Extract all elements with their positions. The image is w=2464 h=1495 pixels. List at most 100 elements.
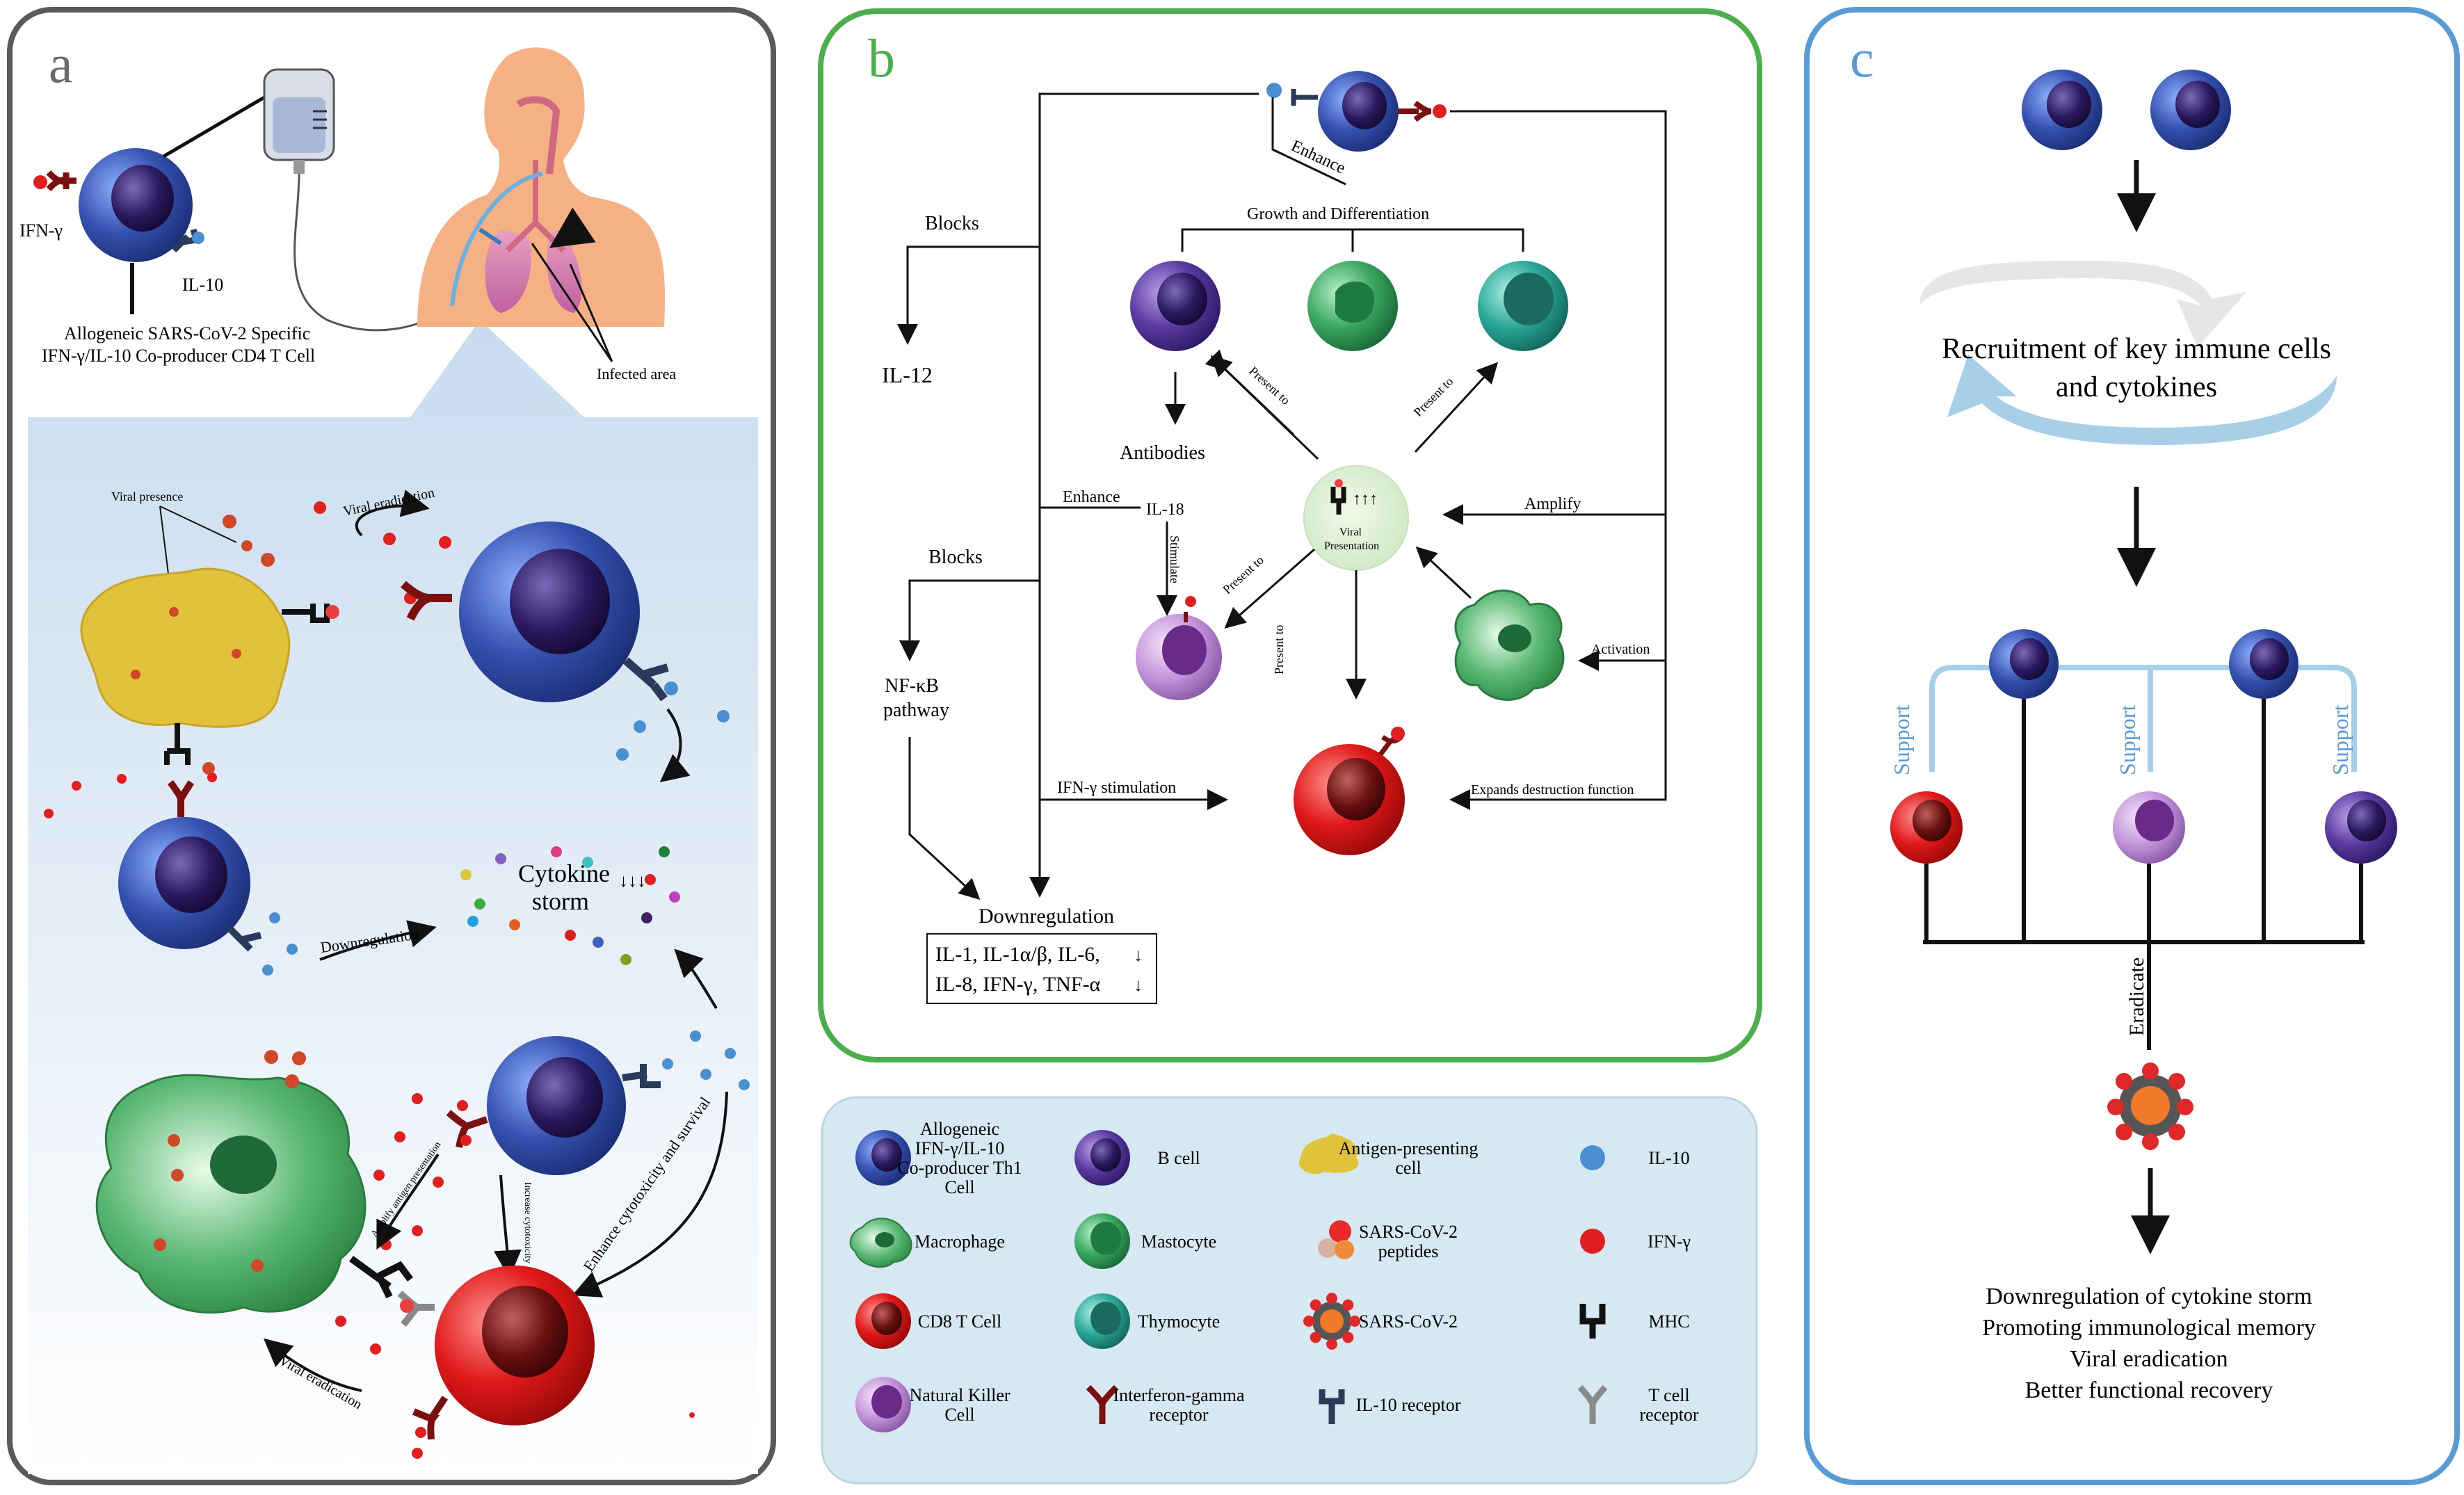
nk-cell-icon xyxy=(1136,614,1222,700)
virus-icon xyxy=(1303,1293,1360,1350)
panel-c-letter: c xyxy=(1850,28,1874,88)
viral-pointer-2 xyxy=(159,506,237,543)
upward-flow-arrow xyxy=(674,948,718,1010)
label-present-to-4: Present to xyxy=(1272,625,1286,675)
right-main-line xyxy=(1449,110,1667,810)
legend-label: MHC xyxy=(1648,1311,1689,1332)
ifng-dot-icon xyxy=(33,175,47,189)
blocks-il12-arrow xyxy=(897,245,1040,345)
panel-c: c Recruitment of key immune cells and cy… xyxy=(1804,7,2460,1485)
label-il10: IL-10 xyxy=(182,275,223,295)
peptide-dot xyxy=(325,605,339,619)
cytokine-down-arrows: ↓↓↓ xyxy=(619,871,646,891)
b-cd8-ifng-dot xyxy=(1391,727,1405,741)
mhc-icon xyxy=(1579,1304,1606,1339)
label-increase-cytotoxicity: Increase cytotoxicity xyxy=(522,1182,533,1263)
c-th1-cell-1 xyxy=(2022,70,2102,150)
cyto-down-arrow-2: ↓ xyxy=(1134,975,1143,995)
label-antibodies: Antibodies xyxy=(1120,442,1205,464)
increase-cytotoxicity-arrow xyxy=(493,1174,522,1278)
support-frame xyxy=(1929,665,2357,772)
label-eradicate: Eradicate xyxy=(2125,957,2148,1036)
recycle-arrow-grey xyxy=(1919,261,2246,348)
legend-label: IFN-γ/IL-10 xyxy=(915,1138,1004,1158)
label-support-2: Support xyxy=(2115,705,2140,775)
c-th1-cell-4 xyxy=(2229,629,2298,699)
antigen-presenting-cell xyxy=(80,567,291,728)
c-nk-cell xyxy=(2113,791,2185,864)
label-nfkb-2: pathway xyxy=(883,700,949,721)
mhc-bottom xyxy=(349,1255,413,1299)
legend-label: cell xyxy=(1395,1158,1422,1178)
label-blocks-top: Blocks xyxy=(925,213,979,234)
nk-cell-icon xyxy=(855,1377,911,1432)
il10-dots-lower xyxy=(662,1031,750,1090)
left-main-line xyxy=(1038,92,1259,883)
label-support-1: Support xyxy=(1889,705,1914,775)
present-to-arrow-3 xyxy=(1224,548,1315,629)
virus-particles xyxy=(131,515,275,775)
ifng-receptor-icon xyxy=(46,170,77,192)
virus-particles-lower xyxy=(154,1050,306,1272)
label-nfkb-1: NF-κB xyxy=(885,675,939,697)
macrophage-icon xyxy=(849,1218,912,1268)
label-tcell-line1: Allogeneic SARS-CoV-2 Specific xyxy=(64,323,310,344)
b-il10-receptor xyxy=(1291,89,1318,106)
blocks-nfkb-arrow xyxy=(899,579,1040,661)
enhance-cytotoxicity-arrow xyxy=(572,1091,728,1298)
label-ifng-stim: IFN-γ stimulation xyxy=(1057,779,1176,797)
legend-item: CD8 T Cell xyxy=(855,1293,1001,1349)
label-cytokine-line1: Cytokine xyxy=(518,859,610,887)
label-out-3: Viral eradication xyxy=(2070,1346,2228,1372)
legend-item: IFN-γ xyxy=(1580,1229,1691,1254)
legend-label: Macrophage xyxy=(915,1231,1005,1252)
il10-dot-icon xyxy=(192,232,204,244)
mastocyte-icon xyxy=(1074,1213,1130,1269)
b-cell-icon xyxy=(1074,1130,1130,1186)
peptides-icon xyxy=(1318,1220,1354,1259)
b-cd8-cell xyxy=(1294,744,1405,855)
legend-item: B cell xyxy=(1074,1130,1200,1186)
c-b-cell xyxy=(2325,791,2397,864)
legend-label: Cell xyxy=(944,1405,974,1425)
legend-label: SARS-CoV-2 xyxy=(1359,1311,1458,1332)
label-downregulation-b: Downregulation xyxy=(979,905,1114,928)
label-stimulate: Stimulate xyxy=(1168,535,1182,583)
legend-item: IL-10 receptor xyxy=(1319,1389,1461,1424)
panel-a: a IFN-γ IL-10 Allogeneic SARS-CoV-2 Spec… xyxy=(7,7,776,1485)
cytokine-box xyxy=(926,933,1157,1004)
ifng-dots-mid xyxy=(44,773,217,818)
legend-item: Thymocyte xyxy=(1074,1293,1220,1349)
mastocyte-icon xyxy=(1307,261,1398,351)
cytokine-dots xyxy=(460,846,680,965)
label-il18: IL-18 xyxy=(1146,501,1184,519)
macrophage-nucleus xyxy=(210,1136,277,1194)
cyto-down-arrow-1: ↓ xyxy=(1134,945,1143,965)
cd8-cell-icon xyxy=(855,1293,911,1349)
enhance-line xyxy=(1271,97,1346,186)
downregulation-arrow xyxy=(319,920,437,961)
panel-b-border xyxy=(818,8,1762,1062)
label-cyto-line2: IL-8, IFN-γ, TNF-α xyxy=(935,973,1101,996)
il10-receptor-large xyxy=(623,657,669,702)
legend-label: Allogeneic xyxy=(920,1119,999,1139)
iv-connector xyxy=(162,95,266,159)
legend-label: Antigen-presenting xyxy=(1339,1138,1479,1158)
legend-item: Mastocyte xyxy=(1074,1213,1216,1269)
legend-label: Thymocyte xyxy=(1138,1311,1220,1332)
legend-label: Co-producer Th1 xyxy=(897,1158,1022,1178)
panel-b-letter: b xyxy=(868,28,895,88)
legend-box xyxy=(821,1096,1758,1485)
il10-receptor-icon xyxy=(1319,1389,1345,1424)
donor-t-cell xyxy=(79,148,193,262)
iv-bag-icon xyxy=(263,68,453,332)
c-th1-cell-2 xyxy=(2150,70,2231,150)
label-enhance-mid: Enhance xyxy=(1063,488,1120,506)
label-activation: Activation xyxy=(1591,642,1650,657)
apc-icon xyxy=(1298,1133,1359,1174)
